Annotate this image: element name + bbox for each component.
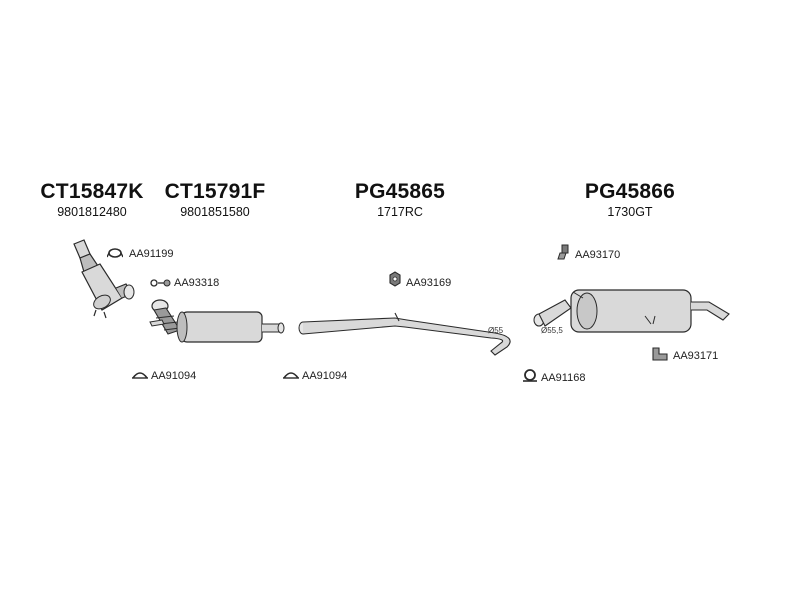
part-code: PG45866: [584, 180, 676, 203]
label-aa91094-a: AA91094: [151, 370, 197, 382]
part-number: 1717RC: [377, 205, 423, 219]
rear-muffler-part: [533, 289, 730, 333]
header-ct15791f: CT15791F 9801851580: [150, 180, 280, 219]
gasket-aa93318-icon: [150, 279, 171, 287]
part-number: 1730GT: [607, 205, 653, 219]
clamp-aa91168-icon: [523, 369, 537, 382]
clamp-aa91199-icon: [107, 248, 123, 258]
clamp-aa91094-icon: [132, 372, 148, 379]
label-aa93318: AA93318: [174, 277, 220, 289]
diameter-label-55: Ø55: [488, 326, 504, 335]
label-aa91168: AA91168: [541, 372, 586, 384]
part-code: PG45865: [354, 180, 446, 203]
mounting-rubber-aa93169-icon: [389, 271, 401, 287]
part-number: 9801812480: [57, 205, 127, 219]
diameter-label-55-5: Ø55,5: [541, 326, 563, 335]
clamp-aa91094-b-icon: [283, 372, 299, 379]
label-aa91094-b: AA91094: [302, 370, 348, 382]
middle-pipe-part: [298, 312, 511, 356]
part-number: 9801851580: [180, 205, 250, 219]
header-pg45865: PG45865 1717RC: [335, 180, 465, 219]
header-pg45866: PG45866 1730GT: [565, 180, 695, 219]
label-aa93170: AA93170: [575, 249, 621, 261]
header-ct15847k: CT15847K 9801812480: [22, 180, 162, 219]
label-aa91199: AA91199: [129, 248, 174, 260]
part-code: CT15847K: [40, 180, 144, 203]
part-code: CT15791F: [164, 180, 266, 203]
catalytic-converter-part: [73, 239, 135, 319]
particulate-filter-part: [149, 299, 285, 343]
label-aa93169: AA93169: [406, 277, 452, 289]
label-aa93171: AA93171: [673, 350, 719, 362]
bracket-aa93171-icon: [652, 347, 668, 361]
bracket-aa93170-icon: [557, 244, 569, 260]
